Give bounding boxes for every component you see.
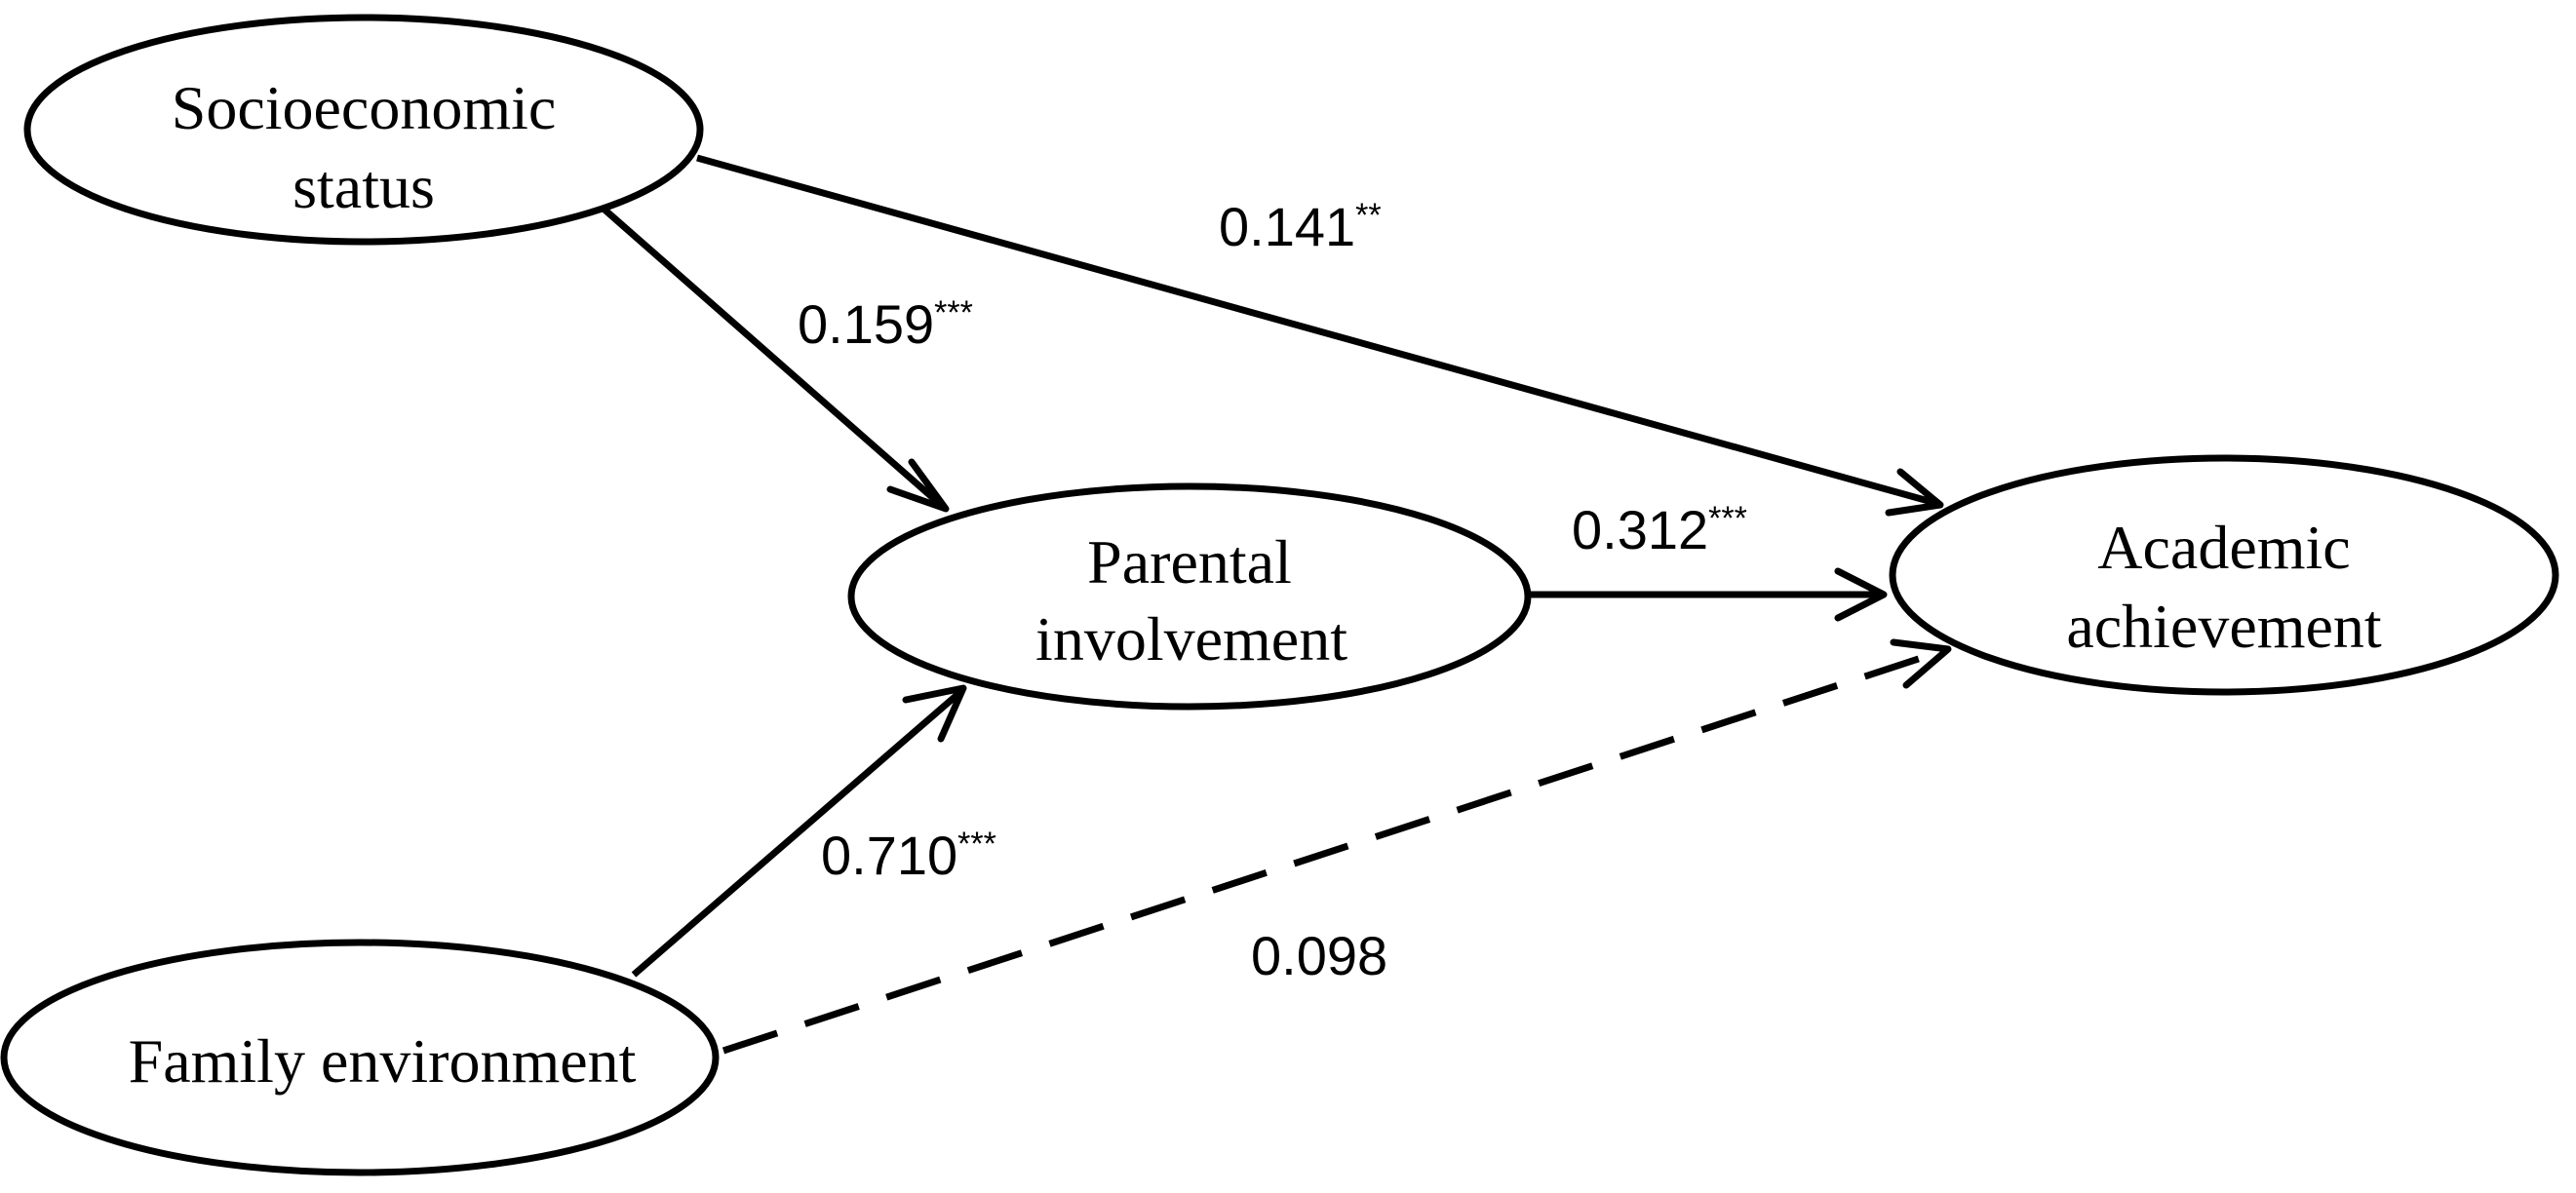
- arrowhead: [902, 684, 967, 743]
- node-ellipse: [0, 939, 720, 1176]
- coefficient-label-ses-parental: 0.159***: [798, 293, 973, 355]
- node-label-line-1: Socioeconomic: [172, 73, 557, 142]
- node-family-environment: Family environment: [0, 939, 720, 1176]
- edge-line: [631, 689, 963, 978]
- node-label-line-2: achievement: [2066, 592, 2382, 661]
- node-parental-involvement: Parental involvement: [847, 482, 1532, 711]
- arrowhead: [1834, 567, 1888, 622]
- arrowhead: [886, 458, 950, 513]
- node-ellipse: [23, 14, 704, 246]
- node-label-line-1: Family environment: [129, 1026, 637, 1096]
- edge-line: [696, 154, 1936, 507]
- coefficient-label-ses-academic: 0.141**: [1219, 196, 1382, 257]
- node-socioeconomic-status: Socioeconomic status: [23, 14, 704, 246]
- edge-line-dashed: [722, 646, 1947, 1055]
- node-label-line-1: Parental: [1087, 527, 1292, 596]
- node-ellipse: [847, 482, 1532, 711]
- coefficient-label-family-parental: 0.710***: [821, 825, 996, 886]
- edge-line: [602, 207, 944, 508]
- coefficient-label-parental-academic: 0.312***: [1572, 499, 1747, 560]
- edge-family-to-parental: [631, 684, 967, 978]
- node-label-line-2: involvement: [1035, 604, 1347, 673]
- node-academic-achievement: Academic achievement: [1889, 454, 2559, 696]
- edge-family-to-academic: [722, 638, 1952, 1055]
- node-label-line-2: status: [293, 152, 435, 221]
- coefficient-label-family-academic: 0.098: [1251, 925, 1387, 986]
- node-ellipse: [1889, 454, 2559, 696]
- arrowhead: [1890, 638, 1952, 689]
- edge-ses-to-parental: [602, 207, 950, 513]
- edge-parental-to-academic: [1524, 567, 1888, 622]
- node-label-line-1: Academic: [2097, 513, 2350, 582]
- edge-ses-to-academic: [696, 154, 1944, 517]
- arrowhead: [1885, 468, 1944, 517]
